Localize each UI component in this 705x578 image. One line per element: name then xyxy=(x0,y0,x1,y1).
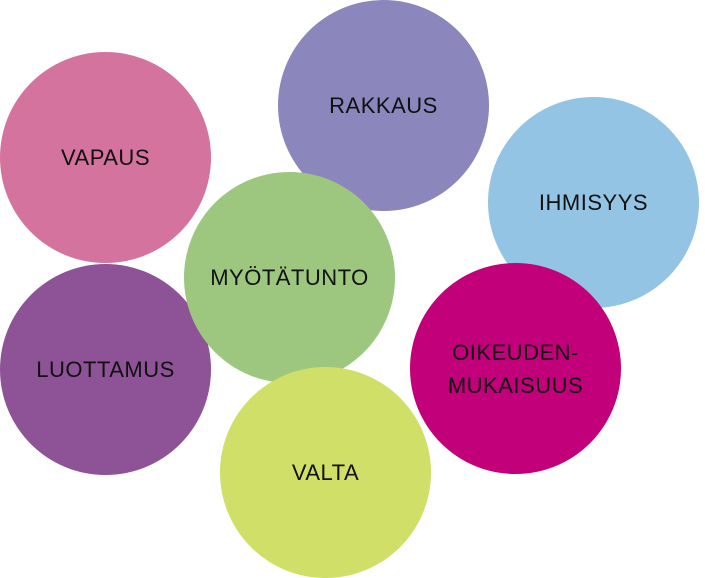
circle-luottamus: LUOTTAMUS xyxy=(0,264,211,475)
circle-label-oikeudenmukaisuus: OIKEUDEN- MUKAISUUS xyxy=(447,339,584,398)
circle-label-luottamus: LUOTTAMUS xyxy=(36,357,175,382)
circle-label-valta: VALTA xyxy=(291,460,360,485)
circle-oikeudenmukaisuus: OIKEUDEN- MUKAISUUS xyxy=(410,263,621,474)
circle-valta: VALTA xyxy=(220,367,431,578)
circle-vapaus: VAPAUS xyxy=(0,52,211,263)
circle-label-myotatunto: MYÖTÄTUNTO xyxy=(210,265,369,290)
circle-label-ihmisyys: IHMISYYS xyxy=(538,190,649,215)
circle-myotatunto: MYÖTÄTUNTO xyxy=(184,172,395,383)
circle-label-rakkaus: RAKKAUS xyxy=(329,93,438,118)
circle-label-vapaus: VAPAUS xyxy=(61,145,150,170)
